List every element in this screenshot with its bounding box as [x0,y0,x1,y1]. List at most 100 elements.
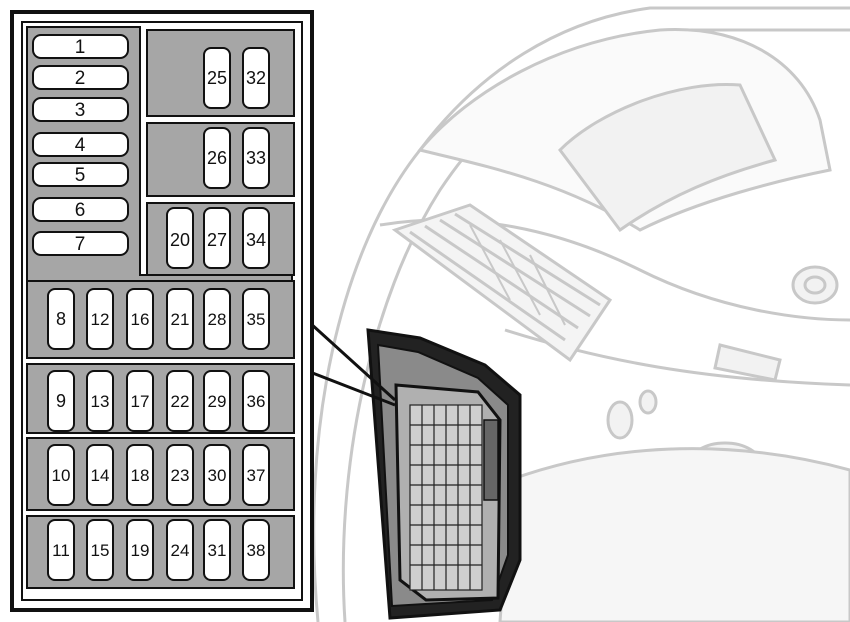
fuse-label: 14 [91,466,110,485]
fuse-label: 24 [171,541,190,560]
fuse-36: 36 [242,370,270,432]
fuse-body [242,519,270,581]
fuse-label: 36 [247,392,266,411]
fuse-label: 25 [207,68,227,88]
fuse-label: 8 [56,309,66,329]
fuse-label: 10 [52,466,71,485]
fuse-label: 16 [131,310,150,329]
fuse-body [203,519,231,581]
fuse-18: 18 [126,444,154,506]
fuse-label: 19 [131,541,150,560]
fuse-31: 31 [203,519,231,581]
fuse-20: 20 [166,207,194,269]
fuse-label: 18 [131,466,150,485]
fuse-label: 34 [246,230,266,250]
fuse-label: 12 [91,310,110,329]
fuse-14: 14 [86,444,114,506]
fuse-label: 31 [208,541,227,560]
fuse-body [47,370,75,432]
fuse-10: 10 [47,444,75,506]
fuse-25: 25 [203,47,231,109]
fuse-23: 23 [166,444,194,506]
fuse-body [126,370,154,432]
fuse-label: 35 [247,310,266,329]
fuse-label: 5 [75,165,86,186]
fuse-label: 33 [246,148,266,168]
fuse-19: 19 [126,519,154,581]
fuse-label: 29 [208,392,227,411]
ignition-knob [791,265,839,305]
fuse-body [242,370,270,432]
fuse-6: 6 [32,197,129,222]
fuse-27: 27 [203,207,231,269]
fuse-label: 11 [52,541,70,560]
fuse-8: 8 [47,288,75,350]
top-right-fuse-group: 25 32 26 33 20 27 [166,47,270,269]
fuse-29: 29 [203,370,231,432]
fuse-17: 17 [126,370,154,432]
fuse-body [86,370,114,432]
fuse-label: 1 [75,37,86,58]
fuse-label: 37 [247,466,266,485]
fuse-label: 7 [75,234,86,255]
mini-fuse-grid [409,404,483,591]
fuse-37: 37 [242,444,270,506]
fuse-body [203,288,231,350]
fuse-24: 24 [166,519,194,581]
fuse-body [47,519,75,581]
fuse-label: 2 [75,68,86,89]
fuse-label: 3 [75,100,86,121]
fuse-32: 32 [242,47,270,109]
fuse-label: 28 [208,310,227,329]
fuse-label: 9 [56,391,66,411]
fuse-body [126,444,154,506]
fuse-body [166,444,194,506]
fuse-label: 13 [91,392,110,411]
fuse-body [166,519,194,581]
fuse-label: 26 [207,148,227,168]
fuse-7: 7 [32,231,129,256]
fuse-label: 38 [247,541,266,560]
fuse-label: 30 [208,466,227,485]
fuse-5: 5 [32,162,129,187]
fuse-12: 12 [86,288,114,350]
fuse-35: 35 [242,288,270,350]
fuse-body [203,370,231,432]
fuse-label: 6 [75,200,86,221]
dashboard-illustration [312,6,850,622]
fuse-label: 27 [207,230,227,250]
fuse-body [203,444,231,506]
dash-buttons [606,389,658,440]
fuse-body [47,444,75,506]
fuse-28: 28 [203,288,231,350]
air-vent [391,203,613,363]
fuse-body [242,444,270,506]
fuse-9: 9 [47,370,75,432]
knee-panel [498,447,850,622]
fuse-body [86,288,114,350]
fuse-13: 13 [86,370,114,432]
steering-wheel-outline [312,6,850,622]
fuse-2: 2 [32,65,129,90]
fuse-11: 11 [47,519,75,581]
fuse-30: 30 [203,444,231,506]
lever [713,343,782,382]
fuse-33: 33 [242,127,270,189]
fuse-34: 34 [242,207,270,269]
fuse-label: 4 [75,135,86,156]
fuse-3: 3 [32,97,129,122]
fuse-label: 15 [91,541,110,560]
fuse-label: 20 [170,230,190,250]
fuse-label: 22 [171,392,190,411]
fuse-22: 22 [166,370,194,432]
fuse-label: 17 [131,392,150,411]
fuse-body [86,444,114,506]
side-panel-fuse-location [366,328,522,620]
fuse-body [166,370,194,432]
fuse-15: 15 [86,519,114,581]
fuse-1: 1 [32,34,129,59]
fuse-body [166,288,194,350]
callout-lines [308,321,397,407]
